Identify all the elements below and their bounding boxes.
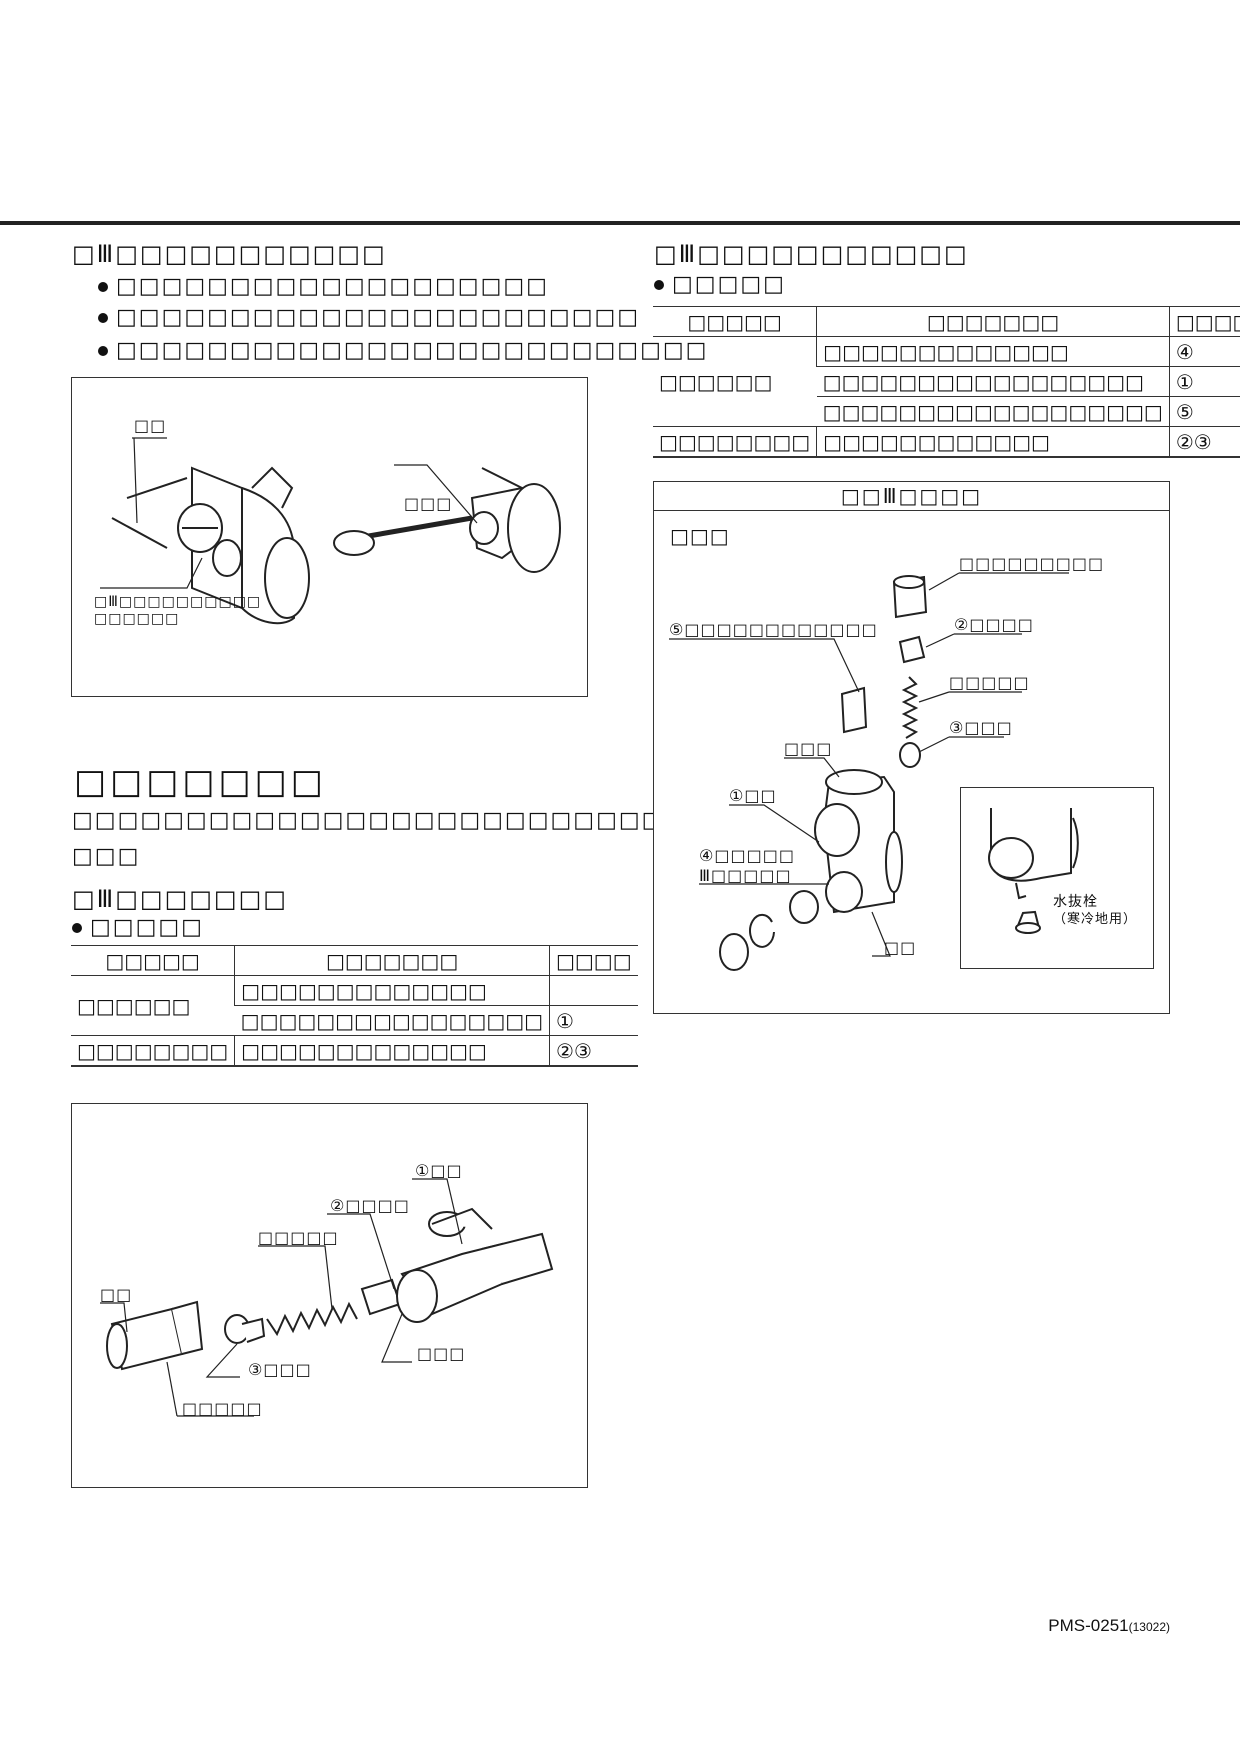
spring-label: □□□□□ xyxy=(258,1228,339,1247)
fitting-label: □□ xyxy=(134,416,167,435)
table-header-row: □□□□□ □□□□□□□ □□□□ xyxy=(71,945,638,976)
document-code-main: PMS-0251 xyxy=(1048,1616,1129,1635)
seat-label: ②□□□□ xyxy=(330,1196,410,1215)
table-header-cell: □□□□ xyxy=(1168,306,1240,337)
table-row: □□□□□□□□□□□□□□□□ ① xyxy=(71,1005,638,1036)
bullet-text: □□□□□ xyxy=(672,272,786,297)
table-cell: □□□□□□□□□□□□□ xyxy=(234,1035,550,1067)
strainer-label: ⑤□□□□□□□□□□□□ xyxy=(669,620,878,639)
section-heading-1: □Ⅲ□□□□□□□□□□□ xyxy=(72,240,387,268)
figure-subtitle: □□□ xyxy=(670,524,730,548)
faucet-removal-illustration xyxy=(100,437,561,625)
paragraph-line-2: □□□ xyxy=(72,844,141,869)
table-cell: □□□□□□□□□□□□□□□□□ xyxy=(816,366,1170,397)
body-label: ①□□ xyxy=(415,1161,463,1180)
bullet-item: □□□□□□□□□□□□□□□□□□□ xyxy=(98,274,549,299)
plug-label: □□□□□ xyxy=(182,1399,263,1418)
bullet-icon xyxy=(72,923,82,933)
spring-label: □□□□□ xyxy=(949,673,1030,692)
figure-exploded-right: □□Ⅲ□□□□ □□□ xyxy=(653,481,1170,1014)
table-cell: ④ xyxy=(1168,336,1240,367)
seat-label: ②□□□□ xyxy=(954,615,1034,634)
table-header-cell: □□□□□ xyxy=(71,945,235,976)
parts-table-right: □□□□□ □□□□□□□ □□□□ □□□□□□ □□□□□□□□□□□□□ … xyxy=(653,306,1240,458)
table-row: □□□□□□□□□□□□□□□□□ ① xyxy=(653,366,1240,397)
table-row: □□□□□□□□ □□□□□□□□□□□□□ ②③ xyxy=(71,1035,638,1067)
section-title: □□□□□□□ xyxy=(74,762,327,802)
main-body-label: □□ xyxy=(884,938,917,957)
header-rule xyxy=(0,221,1240,225)
bullet-text: □□□□□□□□□□□□□□□□□□□ xyxy=(116,274,549,299)
table-cell: □□□□□□□□□□□□□ xyxy=(816,336,1170,367)
inset-label-2: （寒冷地用） xyxy=(1053,912,1138,927)
table-row: □□□□□□□□□□□□□□□□□□ ⑤ xyxy=(653,396,1240,427)
screw-label: □□□ xyxy=(404,494,453,513)
body-label: ①□□ xyxy=(729,786,777,805)
figure-title: □□Ⅲ□□□□ xyxy=(654,482,1169,511)
cap-label: □□ xyxy=(100,1285,133,1304)
plug-label-2: Ⅲ□□□□□ xyxy=(699,866,792,885)
table-header-cell: □□□□□ xyxy=(653,306,817,337)
cap-label: □□□□□□□□□ xyxy=(959,554,1105,573)
table-cell xyxy=(549,975,638,1006)
table-header-row: □□□□□ □□□□□□□ □□□□ xyxy=(653,306,1240,337)
section-heading-right: □Ⅲ□□□□□□□□□□□ xyxy=(654,240,969,268)
bullet-item: □□□□□□□□□□□□□□□□□□□□□□□ xyxy=(98,305,640,330)
bullet-icon xyxy=(654,280,664,290)
bullet-icon xyxy=(98,346,108,356)
table-row: □□□□□□□□ □□□□□□□□□□□□ ②③ xyxy=(653,426,1240,458)
bullet-icon xyxy=(98,313,108,323)
document-code: PMS-0251(13022) xyxy=(1048,1616,1170,1636)
bullet-item: □□□□□ xyxy=(654,272,786,297)
section-paragraph: □□□□□□□□□□□□□□□□□□□□□□□□□□ □□□ xyxy=(72,803,665,875)
paragraph-line-1: □□□□□□□□□□□□□□□□□□□□□□□□□□ xyxy=(72,808,665,833)
bullet-icon xyxy=(98,282,108,292)
table-cell: □□□□□□□□□□□□□□□□ xyxy=(234,1005,550,1036)
figure-removal: □□ □□□ □Ⅲ□□□□□□□□□□ □□□□□□ xyxy=(71,377,588,697)
section-heading-2: □Ⅲ□□□□□□□ xyxy=(72,885,288,913)
document-code-sub: (13022) xyxy=(1128,1620,1170,1634)
table-cell: ②③ xyxy=(1168,426,1240,458)
valve-exploded-illustration-right xyxy=(669,572,1069,971)
bracket-label-2: □□□□□□ xyxy=(94,611,180,627)
bullet-text: □□□□□□□□□□□□□□□□□□□□□□□□□□ xyxy=(116,338,709,363)
bullet-text: □□□□□ xyxy=(90,915,204,940)
table-header-cell: □□□□□□□ xyxy=(816,306,1170,337)
table-row: □□□□□□ □□□□□□□□□□□□□ ④ xyxy=(653,336,1240,427)
plug-label-1: ④□□□□□ xyxy=(699,846,795,865)
table-cell: □□□□□□ xyxy=(653,336,817,427)
valve-label: ③□□□ xyxy=(248,1360,312,1379)
table-header-cell: □□□□□□□ xyxy=(234,945,550,976)
table-cell: ②③ xyxy=(549,1035,638,1067)
bullet-item: □□□□□ xyxy=(72,915,204,940)
table-cell: □□□□□□ xyxy=(71,975,235,1036)
table-cell: □□□□□□□□ xyxy=(71,1035,235,1067)
parts-table-left: □□□□□ □□□□□□□ □□□□ □□□□□□ □□□□□□□□□□□□□ … xyxy=(71,945,638,1067)
table-cell: ① xyxy=(1168,366,1240,397)
table-cell: □□□□□□□□ xyxy=(653,426,817,458)
bullet-item: □□□□□□□□□□□□□□□□□□□□□□□□□□ xyxy=(98,338,708,363)
table-cell: ⑤ xyxy=(1168,396,1240,427)
table-header-cell: □□□□ xyxy=(549,945,638,976)
inset-label-1: 水抜栓 xyxy=(1053,894,1098,910)
pin-label: □□□ xyxy=(784,739,833,758)
inset-frost-drain: 水抜栓 （寒冷地用） xyxy=(960,787,1154,969)
table-cell: □□□□□□□□□□□□ xyxy=(816,426,1170,458)
valve-exploded-illustration xyxy=(100,1178,554,1417)
table-row: □□□□□□ □□□□□□□□□□□□□ xyxy=(71,975,638,1036)
drain-plug-illustration xyxy=(988,808,1079,934)
bullet-text: □□□□□□□□□□□□□□□□□□□□□□□ xyxy=(116,305,641,330)
nut-label: □□□ xyxy=(417,1344,466,1363)
figure-exploded-left: ①□□ ②□□□□ □□□□□ □□ ③□□□ □□□ □□□□□ xyxy=(71,1103,588,1488)
valve-label: ③□□□ xyxy=(949,718,1013,737)
table-cell: ① xyxy=(549,1005,638,1036)
table-cell: □□□□□□□□□□□□□ xyxy=(234,975,550,1006)
bracket-label-1: □Ⅲ□□□□□□□□□□ xyxy=(94,594,262,610)
table-cell: □□□□□□□□□□□□□□□□□□ xyxy=(816,396,1170,427)
